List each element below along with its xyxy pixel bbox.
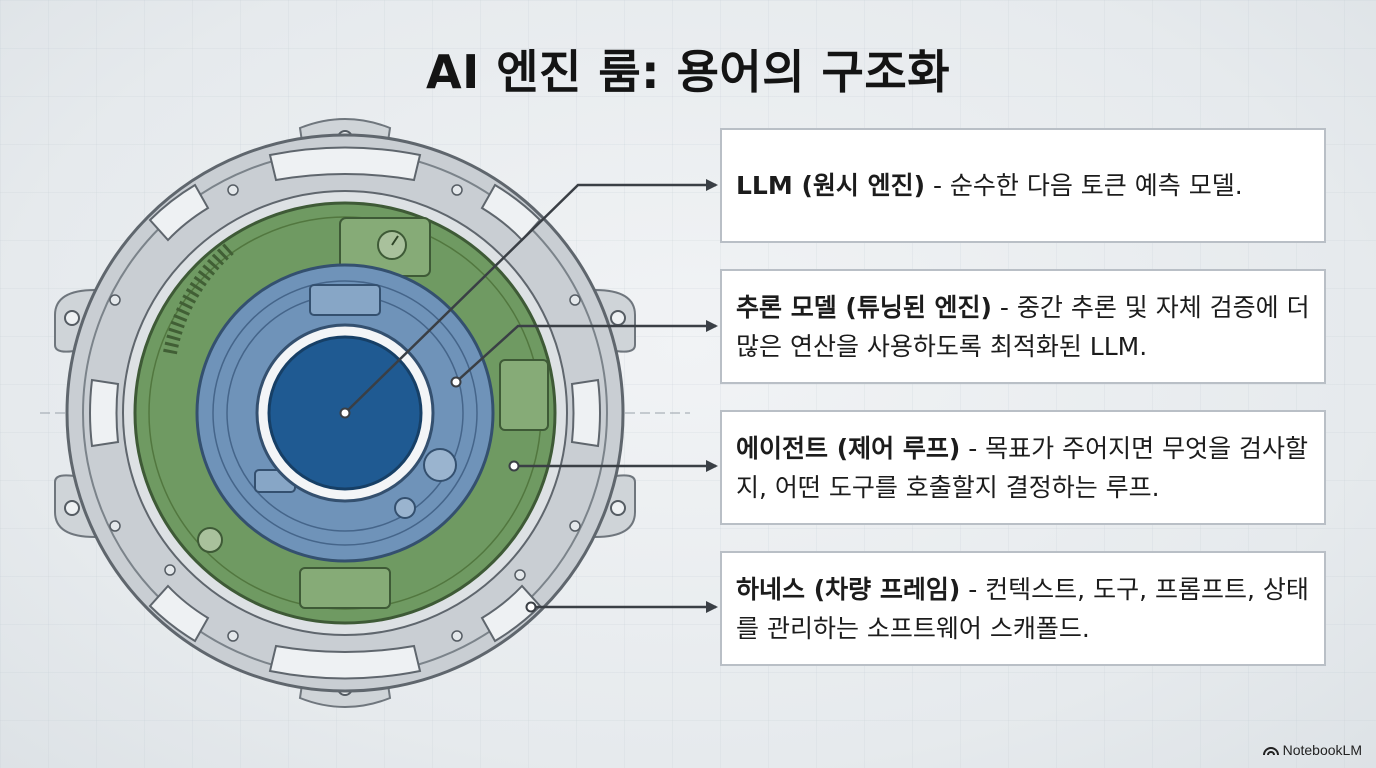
callout-harness: 하네스 (차량 프레임) - 컨텍스트, 도구, 프롬프트, 상태를 관리하는 … — [720, 551, 1326, 666]
term-label: 에이전트 (제어 루프) — [736, 433, 961, 463]
term-description: - 중간 추론 및 자체 검증에 더 많은 연산을 사용하도록 최적화된 LLM… — [736, 292, 1310, 361]
connector-lines — [344, 179, 718, 613]
term-label: LLM (원시 엔진) — [736, 171, 925, 200]
callout-llm: LLM (원시 엔진) - 순수한 다음 토큰 예측 모델. — [720, 128, 1326, 243]
frame-slots — [89, 146, 601, 680]
term-label: 추론 모델 (튜닝된 엔진) — [736, 292, 992, 322]
connector-llm — [344, 179, 718, 414]
frame-bolts — [109, 184, 581, 642]
brand-label: NotebookLM — [1282, 742, 1362, 758]
callout-agent: 에이전트 (제어 루프) - 목표가 주어지면 무엇을 검사할지, 어떤 도구를… — [720, 410, 1326, 525]
term-description: - 컨텍스트, 도구, 프롬프트, 상태를 관리하는 소프트웨어 스캐폴드. — [736, 574, 1309, 643]
connector-reasoning — [455, 320, 718, 383]
connector-origin-dots — [339, 376, 537, 613]
notebooklm-logo-icon — [1262, 747, 1279, 756]
term-description: - 목표가 주어지면 무엇을 검사할지, 어떤 도구를 호출할지 결정하는 루프… — [736, 433, 1309, 502]
term-description: - 순수한 다음 토큰 예측 모델. — [925, 171, 1243, 200]
page-title: AI 엔진 룸: 용어의 구조화 — [425, 45, 951, 99]
callout-reasoning-model: 추론 모델 (튜닝된 엔진) - 중간 추론 및 자체 검증에 더 많은 연산을… — [720, 269, 1326, 384]
term-label: 하네스 (차량 프레임) — [736, 574, 961, 604]
brand-watermark: NotebookLM — [1262, 742, 1362, 758]
